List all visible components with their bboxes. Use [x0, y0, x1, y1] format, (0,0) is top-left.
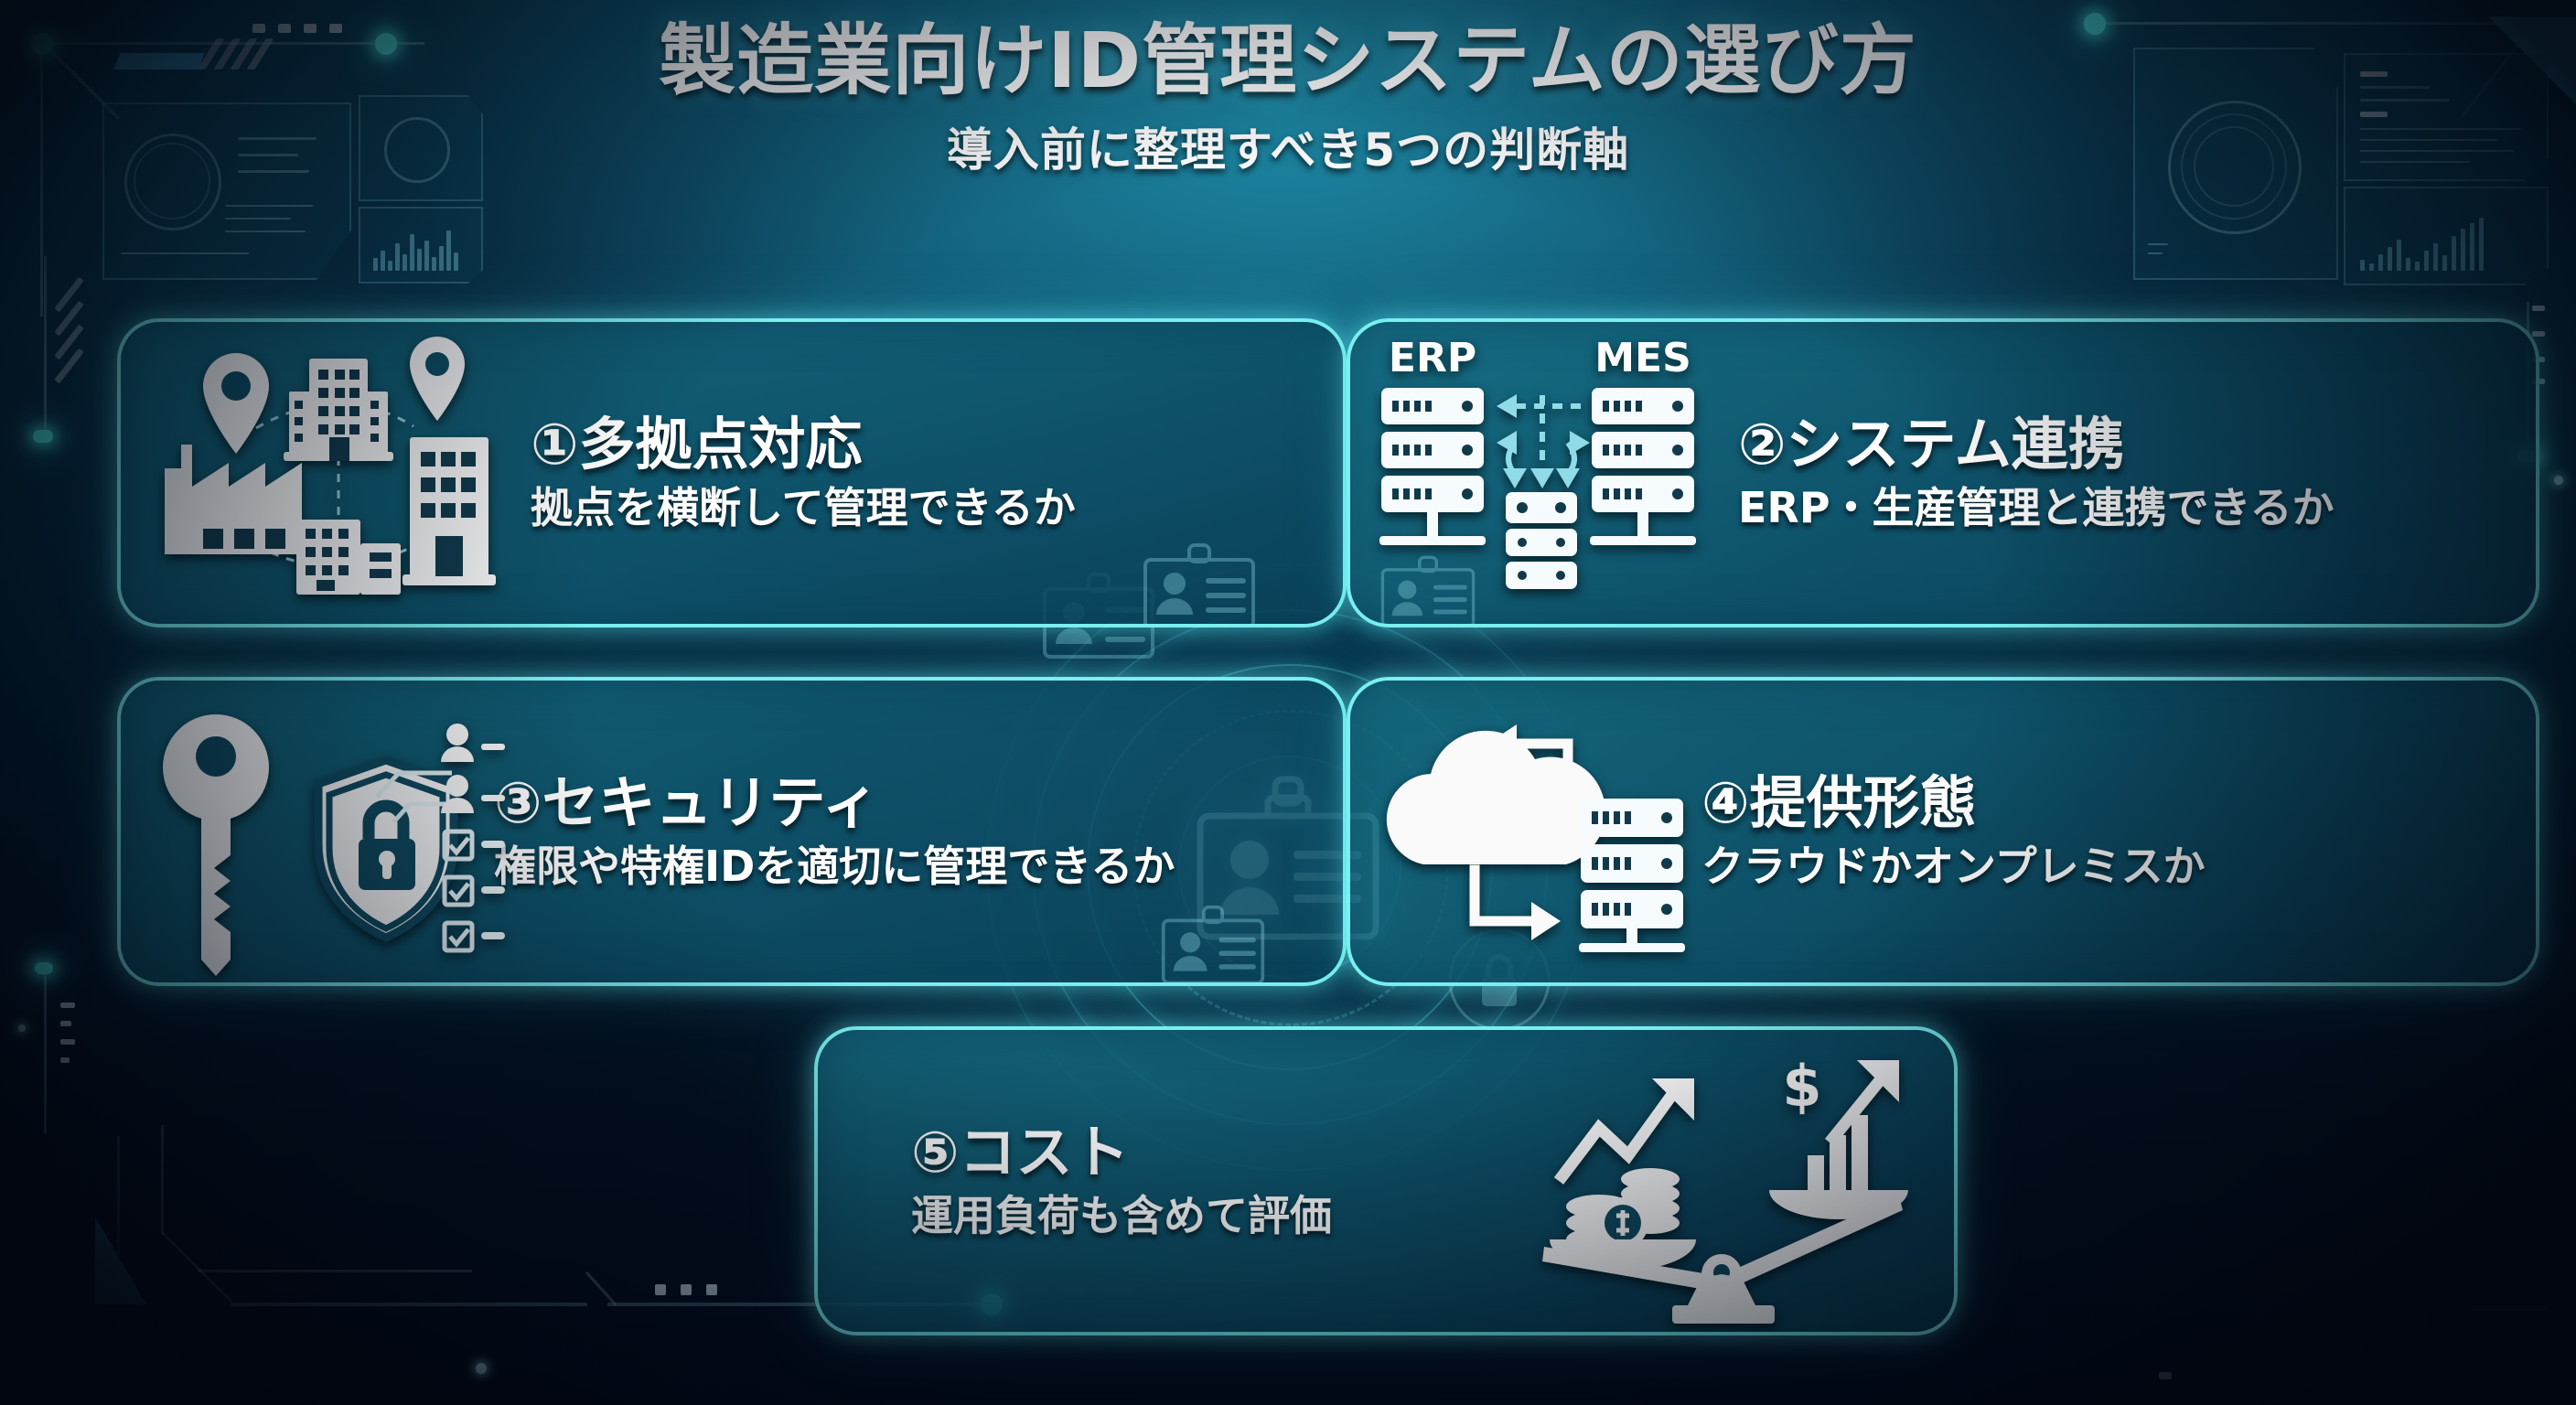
- hud-frame-line: [2470, 1308, 2549, 1311]
- hud-frame-line: [44, 256, 47, 439]
- criteria-card-3-heading: ③セキュリティ: [494, 769, 879, 837]
- id-badge-watermark: [1140, 542, 1259, 624]
- criteria-card-1-text: ①多拠点対応 拠点を横断して管理できるか: [531, 411, 1317, 533]
- hud-dot: [60, 1039, 75, 1045]
- criteria-card-2[interactable]: ERP MES: [1347, 318, 2539, 627]
- criteria-card-5[interactable]: ⑤コスト 運用負荷も含めて評価 $: [814, 1026, 1958, 1335]
- criteria-card-5-subtext: 運用負荷も含めて評価: [911, 1191, 1332, 1241]
- dollar-sign-icon: $: [1782, 1053, 1821, 1120]
- hud-frame-line: [44, 970, 47, 1134]
- icon-label-mes: MES: [1594, 335, 1691, 381]
- id-badge-watermark: [1378, 554, 1478, 624]
- criteria-card-2-subtext: ERP・生産管理と連携できるか: [1738, 483, 2334, 533]
- hud-dot: [60, 1003, 75, 1008]
- header: 製造業向けID管理システムの選び方 導入前に整理すべき5つの判断軸: [0, 20, 2576, 179]
- security-icon: [146, 703, 505, 976]
- hud-dot: [60, 1057, 70, 1063]
- user-permission-checklist-icon: [441, 724, 505, 813]
- hud-bar-chart-panel: [2344, 187, 2549, 285]
- sparkle: [2554, 476, 2563, 485]
- criteria-card-2-text: ②システム連携 ERP・生産管理と連携できるか: [1738, 411, 2514, 533]
- criteria-card-4[interactable]: ④提供形態 クラウドかオンプレミスか: [1347, 677, 2539, 986]
- criteria-card-4-heading: ④提供形態: [1701, 769, 1977, 837]
- cost-balance-icon: $: [1528, 1044, 1912, 1324]
- deployment-model-icon: [1372, 703, 1701, 960]
- hud-glow-node: [33, 430, 53, 443]
- hud-dot: [2532, 331, 2545, 337]
- multi-site-network-icon: [146, 337, 531, 596]
- key-icon: [163, 714, 269, 976]
- criteria-card-1-heading: ①多拠点対応: [531, 411, 863, 478]
- criteria-card-5-text: ⑤コスト 運用負荷も含めて評価: [860, 1119, 1528, 1241]
- criteria-card-3-subtext: 権限や特権IDを適切に管理できるか: [494, 842, 1175, 892]
- criteria-card-1-subtext: 拠点を横断して管理できるか: [531, 483, 1076, 533]
- hud-dot: [2159, 1372, 2172, 1379]
- sparkle: [476, 1363, 487, 1374]
- hud-glow-node: [35, 962, 53, 974]
- growth-chart-icon: [1553, 1086, 1681, 1185]
- criteria-card-5-heading: ⑤コスト: [911, 1119, 1130, 1186]
- sparkle: [18, 1024, 26, 1032]
- criteria-card-3[interactable]: ③セキュリティ 権限や特権IDを適切に管理できるか: [117, 677, 1347, 986]
- hud-dot: [60, 1021, 71, 1026]
- criteria-card-3-text: ③セキュリティ 権限や特権IDを適切に管理できるか: [494, 769, 1317, 892]
- page-subtitle: 導入前に整理すべき5つの判断軸: [946, 123, 1630, 177]
- icon-label-erp: ERP: [1389, 335, 1476, 381]
- hud-bar-chart-panel: [359, 207, 483, 284]
- criteria-card-1[interactable]: ①多拠点対応 拠点を横断して管理できるか: [117, 318, 1347, 627]
- hud-hatch-marks: [54, 274, 121, 384]
- page-title: 製造業向けID管理システムの選び方: [659, 16, 1917, 105]
- criteria-card-4-text: ④提供形態 クラウドかオンプレミスか: [1701, 769, 2514, 892]
- criteria-card-4-subtext: クラウドかオンプレミスか: [1701, 842, 2206, 892]
- hud-dot: [2532, 306, 2545, 311]
- criteria-card-2-heading: ②システム連携: [1738, 411, 2125, 478]
- id-badge-watermark: [1158, 904, 1268, 982]
